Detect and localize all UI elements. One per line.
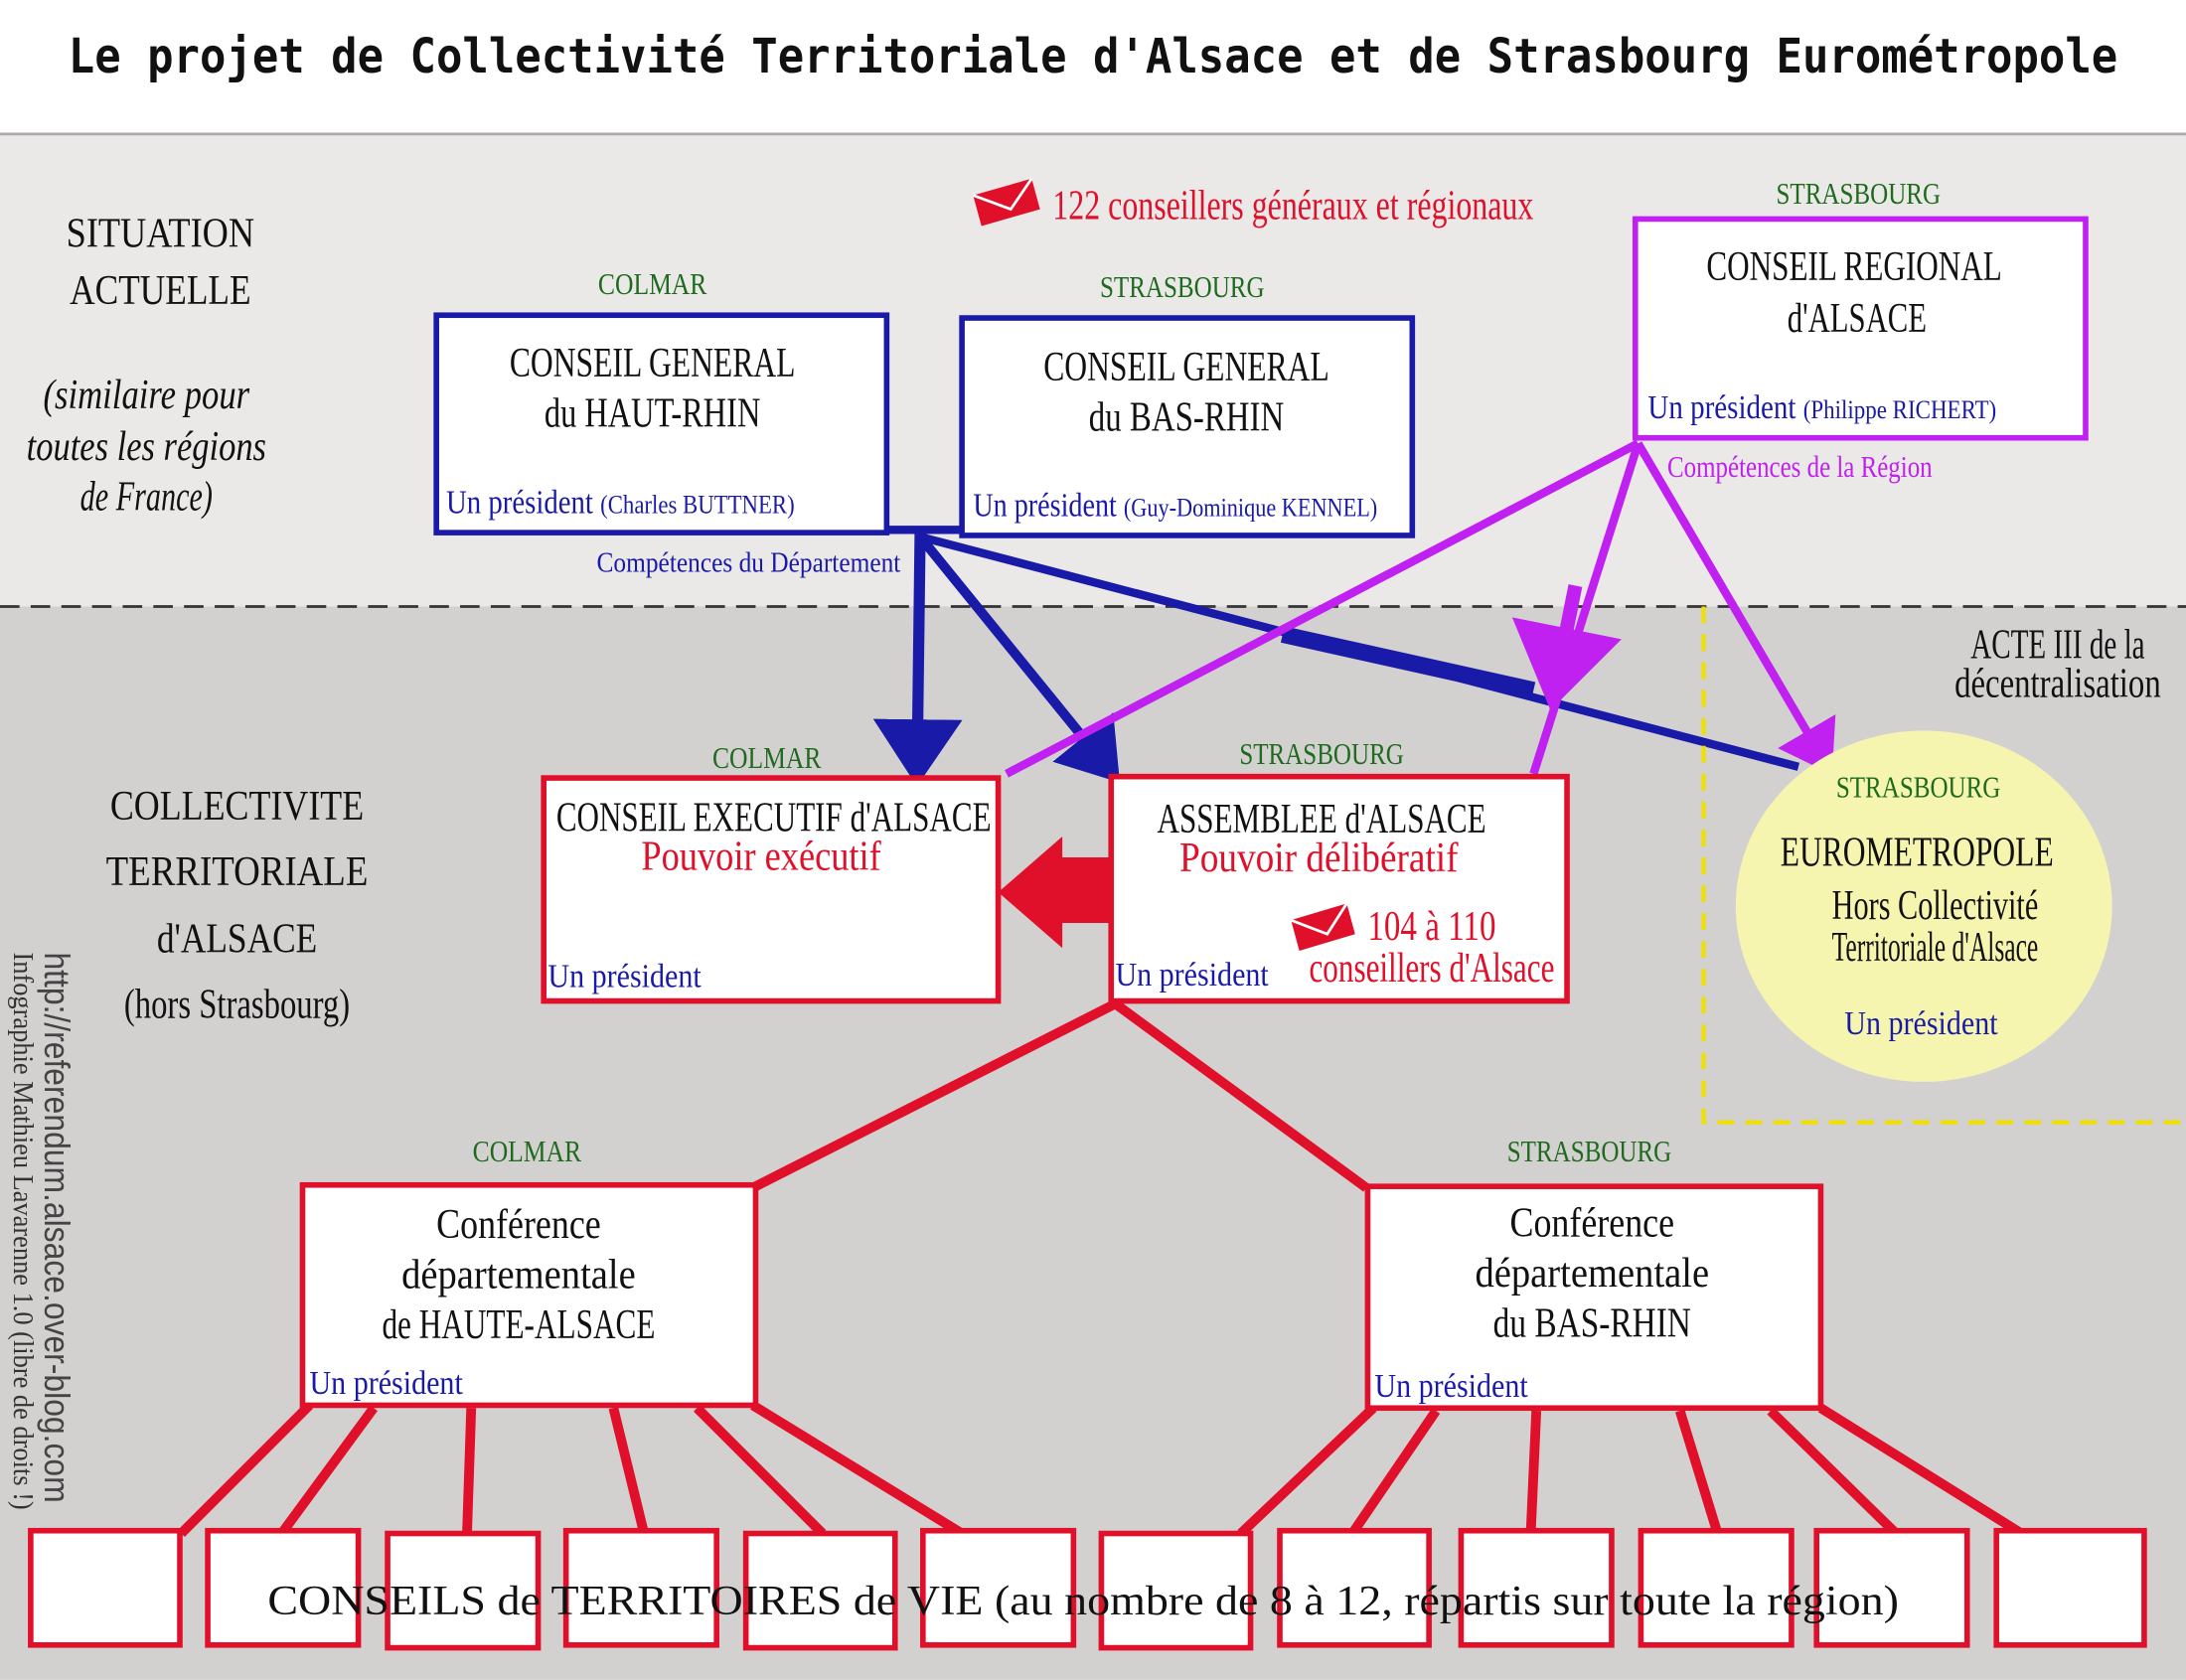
box-title: CONSEIL EXECUTIF d'ALSACE — [556, 794, 992, 840]
box-title: CONSEIL GENERAL — [510, 340, 796, 386]
box-title: CONSEIL REGIONAL — [1706, 243, 2001, 290]
president-label: Un président (Guy-Dominique KENNEL) — [973, 487, 1377, 524]
territoire-box — [1098, 1530, 1254, 1651]
eurometropole-boundary — [1701, 606, 2186, 1125]
title-band — [0, 0, 2186, 134]
box-title: départementale — [1475, 1250, 1709, 1297]
president-label: Un président — [1844, 1005, 1998, 1042]
eurometropole-circle — [1735, 730, 2112, 1082]
envelope-icon — [972, 177, 1040, 227]
territoire-box — [385, 1530, 542, 1651]
president-label: Un président — [547, 959, 702, 995]
role-label: Pouvoir délibératif — [1179, 835, 1459, 881]
collectivite-heading: TERRITORIALE — [106, 848, 369, 895]
euro-note: Territoriale d'Alsace — [1832, 924, 2039, 971]
elected-count-label: 122 conseillers généraux et régionaux — [1052, 182, 1533, 229]
city-label: COLMAR — [598, 267, 707, 301]
collectivite-heading: d'ALSACE — [157, 915, 317, 962]
president-label: Un président — [1374, 1368, 1528, 1405]
territoires-label: CONSEILS de TERRITOIRES de VIE (au nombr… — [267, 1578, 1899, 1624]
assembly-count: 104 à 110 — [1367, 903, 1495, 950]
situation-note: toutes les régions — [27, 423, 266, 470]
credits-url: http://referendum.alsace.over-blog.com — [37, 952, 78, 1502]
territoire-box — [1813, 1527, 1970, 1648]
territoire-box — [920, 1527, 1077, 1648]
box-title: du HAUT-RHIN — [545, 389, 760, 436]
situation-note: (similaire pour — [43, 372, 249, 418]
box-title: d'ALSACE — [1788, 295, 1927, 342]
president-label: Un président (Philippe RICHERT) — [1647, 389, 1996, 426]
president-label: Un président — [1115, 957, 1269, 993]
territoire-box — [28, 1527, 183, 1648]
assembly-count-label: conseillers d'Alsace — [1309, 945, 1554, 992]
region-competences-label: Compétences de la Région — [1667, 450, 1933, 484]
situation-heading: ACTUELLE — [70, 267, 250, 314]
euro-note: Hors Collectivité — [1832, 882, 2039, 929]
conference-haute-alsace-box — [299, 1181, 759, 1409]
conseil-general-bas-rhin-box — [959, 315, 1416, 538]
box-title: ASSEMBLEE d'ALSACE — [1158, 796, 1486, 842]
credits-author: Infographie Mathieu Lavarenne 1.0 (libre… — [7, 952, 38, 1509]
envelope-icon — [1290, 902, 1355, 952]
box-title: EUROMETROPOLE — [1781, 829, 2054, 875]
city-label: COLMAR — [712, 741, 822, 775]
president-label: Un président — [309, 1365, 463, 1402]
department-competences-label: Compétences du Département — [597, 547, 901, 578]
acte-label: ACTE III de la — [1970, 621, 2145, 668]
box-title: de HAUTE-ALSACE — [382, 1301, 655, 1348]
role-label: Pouvoir exécutif — [641, 834, 881, 880]
collectivite-subheading: (hors Strasbourg) — [124, 981, 350, 1027]
city-label: STRASBOURG — [1239, 737, 1404, 771]
territoire-box — [1638, 1527, 1795, 1648]
territoire-box — [742, 1530, 898, 1651]
city-label: STRASBOURG — [1507, 1135, 1672, 1168]
territoire-box — [205, 1527, 362, 1648]
territoire-box — [562, 1527, 719, 1648]
region-connectors — [1005, 439, 1836, 778]
box-title: Conférence — [1510, 1200, 1675, 1247]
conference-bas-rhin-box — [1364, 1183, 1824, 1412]
city-label: COLMAR — [473, 1135, 582, 1168]
left-arrow-icon — [998, 836, 1113, 949]
city-label: STRASBOURG — [1777, 177, 1942, 211]
department-connectors — [872, 526, 1800, 787]
territoire-boxes — [28, 1527, 2147, 1651]
city-label: STRASBOURG — [1836, 771, 2001, 805]
territoire-box — [1993, 1527, 2147, 1648]
box-title: CONSEIL GENERAL — [1043, 344, 1329, 390]
president-label: Un président (Charles BUTTNER) — [446, 484, 795, 521]
box-title: du BAS-RHIN — [1493, 1300, 1691, 1347]
box-title: départementale — [401, 1252, 636, 1298]
conseil-regional-box — [1632, 216, 2089, 441]
acte-label: décentralisation — [1954, 661, 2161, 707]
tree-connectors — [177, 998, 2025, 1538]
territoire-box — [1458, 1527, 1615, 1648]
situation-note: de France) — [80, 474, 213, 521]
territoire-box — [1277, 1527, 1432, 1648]
page-title: Le projet de Collectivité Territoriale d… — [69, 30, 2118, 84]
situation-heading: SITUATION — [67, 210, 254, 256]
city-label: STRASBOURG — [1100, 270, 1265, 304]
conseil-executif-box — [541, 775, 1002, 1004]
box-title: Conférence — [436, 1201, 601, 1248]
conseil-general-haut-rhin-box — [433, 312, 890, 535]
collectivite-heading: COLLECTIVITE — [110, 783, 364, 830]
assemblee-box — [1108, 773, 1570, 1004]
box-title: du BAS-RHIN — [1089, 394, 1284, 441]
